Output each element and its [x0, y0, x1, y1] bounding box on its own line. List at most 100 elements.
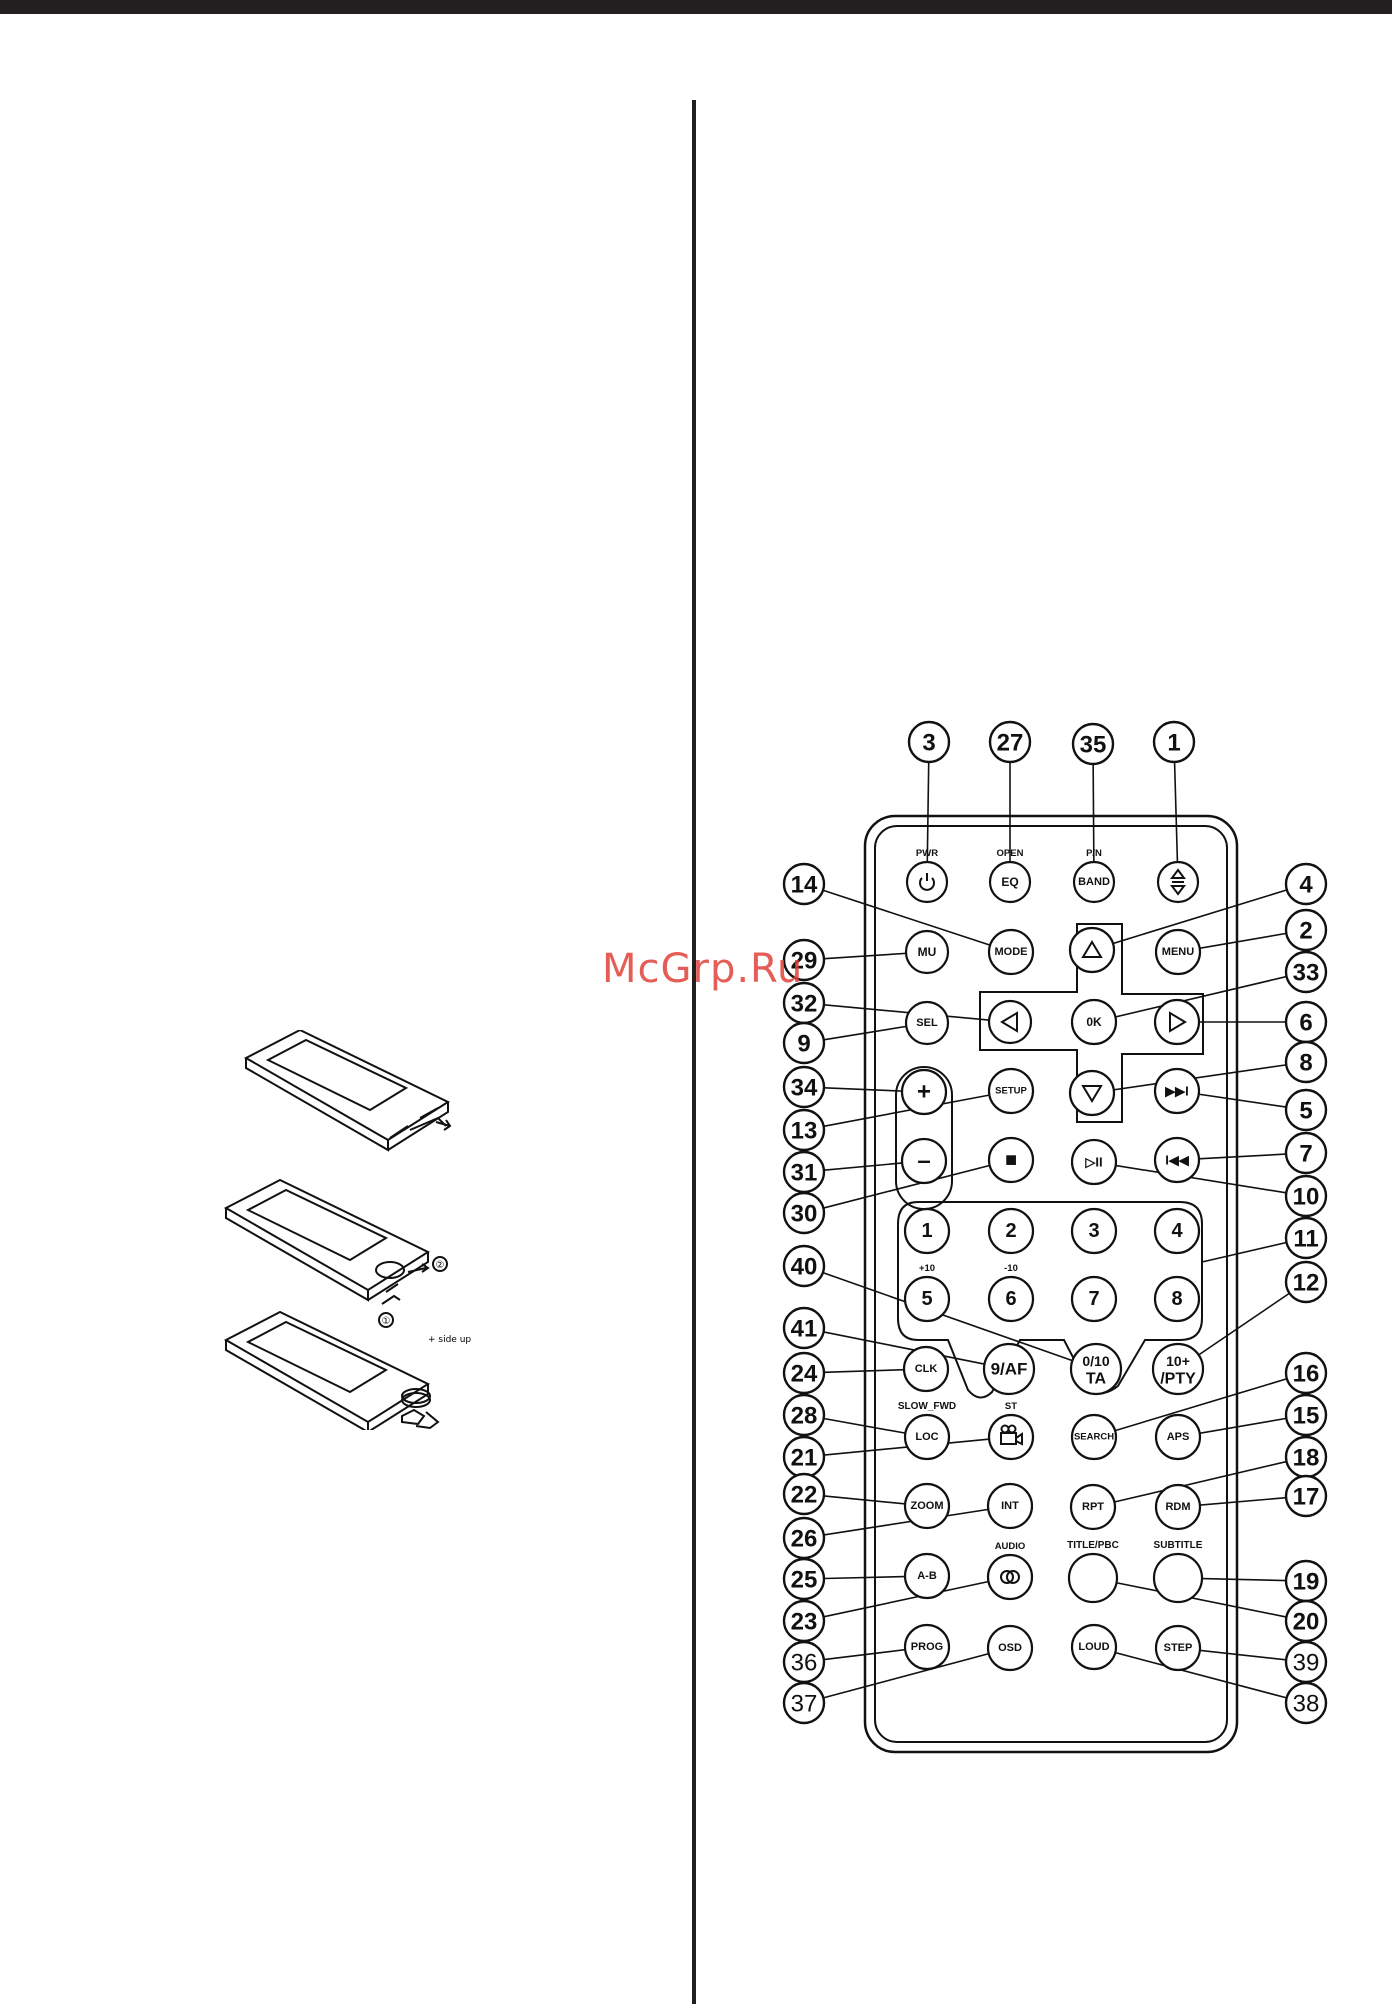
remote-button-num1[interactable]: 1	[903, 1207, 951, 1255]
remote-button-rpt[interactable]: RPT	[1069, 1483, 1117, 1531]
remote-button-title[interactable]: TITLE/PBC	[1067, 1540, 1119, 1604]
callout-15-circle	[1284, 1393, 1328, 1437]
remote-button-ok[interactable]: 0K	[1070, 998, 1118, 1046]
remote-button-osd[interactable]: OSD	[986, 1624, 1034, 1672]
remote-button-step[interactable]: STEP	[1154, 1624, 1202, 1672]
remote-button-prev[interactable]: I◀◀	[1153, 1136, 1201, 1184]
remote-button-sel[interactable]: SEL	[904, 1000, 950, 1046]
remote-button-num10pty-shape[interactable]	[1151, 1342, 1205, 1396]
remote-button-next[interactable]: ▶▶I	[1153, 1067, 1201, 1115]
remote-button-stop[interactable]: ■	[987, 1136, 1035, 1184]
callout-20-number: 20	[1293, 1609, 1320, 1636]
remote-button-osd-shape[interactable]	[986, 1624, 1034, 1672]
remote-button-aps-shape[interactable]	[1154, 1413, 1202, 1461]
remote-button-int-shape[interactable]	[986, 1482, 1034, 1530]
remote-button-pwr-shape[interactable]	[905, 860, 949, 904]
remote-button-prog-shape[interactable]	[903, 1623, 951, 1671]
remote-button-vol-down-shape[interactable]	[900, 1137, 948, 1185]
remote-button-zoom-shape[interactable]	[903, 1482, 951, 1530]
remote-button-st[interactable]: ST	[987, 1401, 1035, 1461]
remote-button-num6-shape[interactable]	[987, 1275, 1035, 1323]
remote-button-menu-shape[interactable]	[1154, 928, 1202, 976]
remote-button-num9af[interactable]: 9/AF	[982, 1342, 1036, 1396]
remote-button-num7[interactable]: 7	[1070, 1275, 1118, 1323]
remote-button-ab[interactable]: A-B	[903, 1552, 951, 1600]
remote-button-play-pause[interactable]: ▷II	[1070, 1138, 1118, 1186]
remote-button-up-shape[interactable]	[1068, 926, 1116, 974]
remote-button-setup-shape[interactable]	[987, 1067, 1035, 1115]
remote-button-st-shape[interactable]	[987, 1413, 1035, 1461]
remote-button-num6[interactable]: 6-10	[987, 1263, 1035, 1323]
remote-button-num3[interactable]: 3	[1070, 1207, 1118, 1255]
remote-button-next-shape[interactable]	[1153, 1067, 1201, 1115]
remote-button-eq-shape[interactable]	[988, 860, 1032, 904]
remote-button-vol-up[interactable]: +	[900, 1068, 948, 1116]
remote-button-vol-down[interactable]: –	[900, 1137, 948, 1185]
remote-button-mode-shape[interactable]	[987, 928, 1035, 976]
remote-button-menu[interactable]: MENU	[1154, 928, 1202, 976]
remote-button-search[interactable]: SEARCH	[1070, 1413, 1118, 1461]
remote-button-ab-shape[interactable]	[903, 1552, 951, 1600]
remote-button-num2-shape[interactable]	[987, 1207, 1035, 1255]
callout-19: 19	[1284, 1559, 1328, 1603]
remote-button-num4-shape[interactable]	[1153, 1207, 1201, 1255]
remote-button-stop-shape[interactable]	[987, 1136, 1035, 1184]
remote-button-vol-up-shape[interactable]	[900, 1068, 948, 1116]
remote-button-rdm-shape[interactable]	[1154, 1483, 1202, 1531]
remote-button-down-shape[interactable]	[1068, 1069, 1116, 1117]
remote-button-rdm[interactable]: RDM	[1154, 1483, 1202, 1531]
remote-button-step-shape[interactable]	[1154, 1624, 1202, 1672]
remote-button-int[interactable]: INT	[986, 1482, 1034, 1530]
remote-button-mu[interactable]: MU	[904, 929, 950, 975]
remote-button-mode[interactable]: MODE	[987, 928, 1035, 976]
remote-button-loud[interactable]: LOUD	[1070, 1623, 1118, 1671]
remote-button-num9af-shape[interactable]	[982, 1342, 1036, 1396]
remote-button-title-shape[interactable]	[1067, 1552, 1119, 1604]
remote-button-subtitle[interactable]: SUBTITLE	[1152, 1540, 1204, 1604]
remote-button-num10pty[interactable]: 10+/PTY	[1151, 1342, 1205, 1396]
remote-button-eject[interactable]	[1156, 860, 1200, 904]
remote-button-num8[interactable]: 8	[1153, 1275, 1201, 1323]
remote-button-band-shape[interactable]	[1072, 860, 1116, 904]
remote-button-left-shape[interactable]	[987, 999, 1033, 1045]
remote-button-num8-shape[interactable]	[1153, 1275, 1201, 1323]
remote-button-clk-shape[interactable]	[902, 1345, 950, 1393]
remote-button-ok-shape[interactable]	[1070, 998, 1118, 1046]
remote-button-clk[interactable]: CLK	[902, 1345, 950, 1393]
remote-button-play-pause-shape[interactable]	[1070, 1138, 1118, 1186]
remote-button-up[interactable]	[1068, 926, 1116, 974]
remote-button-search-shape[interactable]	[1070, 1413, 1118, 1461]
remote-button-num0ta-shape[interactable]	[1069, 1342, 1123, 1396]
remote-button-num5[interactable]: 5+10	[903, 1263, 951, 1323]
remote-button-zoom[interactable]: ZOOM	[903, 1482, 951, 1530]
remote-button-num7-shape[interactable]	[1070, 1275, 1118, 1323]
remote-button-audio-shape[interactable]	[986, 1553, 1034, 1601]
callout-leader-1	[1173, 761, 1179, 872]
remote-button-prog[interactable]: PROG	[903, 1623, 951, 1671]
remote-button-prev-shape[interactable]	[1153, 1136, 1201, 1184]
callout-11: 11	[1284, 1216, 1328, 1260]
remote-button-aps[interactable]: APS	[1154, 1413, 1202, 1461]
remote-button-num1-shape[interactable]	[903, 1207, 951, 1255]
remote-button-num4[interactable]: 4	[1153, 1207, 1201, 1255]
remote-button-num2[interactable]: 2	[987, 1207, 1035, 1255]
remote-button-down[interactable]	[1068, 1069, 1116, 1117]
remote-button-loc-shape[interactable]	[903, 1413, 951, 1461]
remote-button-num3-shape[interactable]	[1070, 1207, 1118, 1255]
remote-button-right[interactable]	[1153, 998, 1201, 1046]
remote-button-sel-shape[interactable]	[904, 1000, 950, 1046]
remote-button-left[interactable]	[987, 999, 1033, 1045]
remote-button-audio[interactable]: AUDIO	[986, 1541, 1034, 1601]
remote-button-pwr[interactable]: PWR	[905, 848, 949, 904]
remote-button-num5-shape[interactable]	[903, 1275, 951, 1323]
remote-button-setup[interactable]: SETUP	[987, 1067, 1035, 1115]
remote-button-loud-shape[interactable]	[1070, 1623, 1118, 1671]
remote-button-subtitle-shape[interactable]	[1152, 1552, 1204, 1604]
remote-button-mu-shape[interactable]	[904, 929, 950, 975]
remote-button-right-shape[interactable]	[1153, 998, 1201, 1046]
remote-button-rpt-shape[interactable]	[1069, 1483, 1117, 1531]
